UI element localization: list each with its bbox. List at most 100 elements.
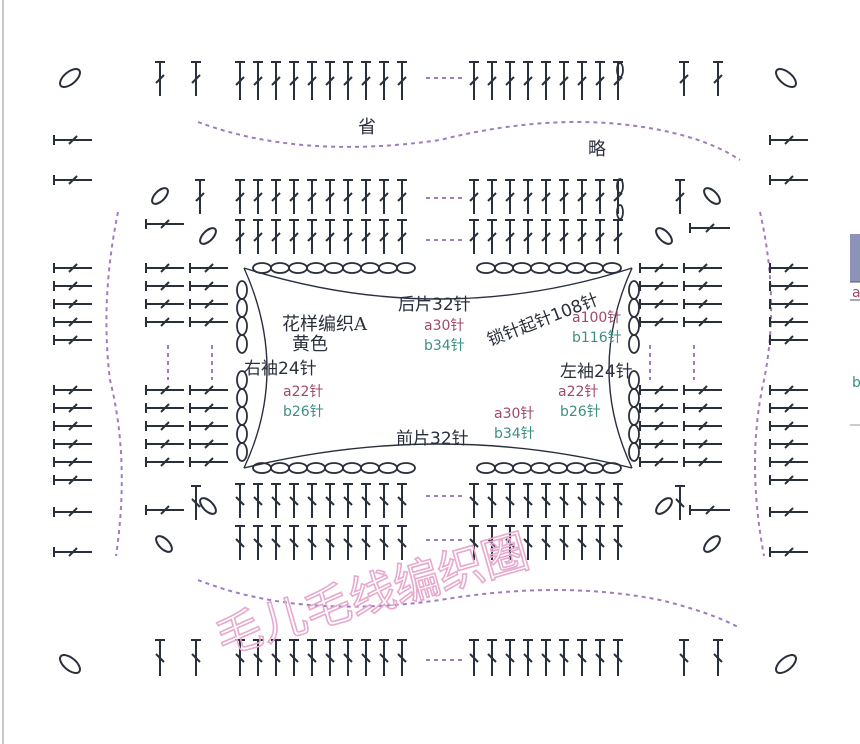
stitch-symbol bbox=[559, 483, 569, 518]
stitch-symbol bbox=[559, 179, 569, 214]
stitch-symbol bbox=[577, 61, 587, 100]
stitch-symbol bbox=[145, 505, 184, 515]
stitch-symbol bbox=[689, 505, 730, 515]
stitch-slash bbox=[397, 76, 407, 86]
stitch-slash bbox=[559, 538, 569, 548]
stitch-symbol bbox=[195, 179, 205, 214]
stitch-symbol bbox=[155, 61, 165, 96]
stitch-slash bbox=[698, 281, 708, 291]
stitch-slash bbox=[253, 76, 263, 86]
stitch-slash bbox=[487, 496, 497, 506]
stitch-symbol bbox=[769, 403, 808, 413]
stitch-slash bbox=[204, 317, 214, 327]
front-panel-label: 前片32针 bbox=[396, 429, 469, 449]
stitch-symbol bbox=[487, 639, 497, 676]
stitch-symbol bbox=[541, 639, 551, 676]
stitch-slash bbox=[713, 74, 723, 84]
stitch-symbol bbox=[325, 525, 335, 560]
stitch-slash bbox=[613, 496, 623, 506]
stitch-symbol bbox=[145, 219, 184, 229]
chain-loop bbox=[270, 262, 290, 274]
chain-loop bbox=[396, 262, 416, 274]
chain-loop bbox=[396, 462, 416, 474]
chain-loop bbox=[628, 298, 640, 318]
stitch-symbol bbox=[769, 547, 808, 557]
stitch-slash bbox=[343, 232, 353, 242]
stitch-symbol bbox=[253, 61, 263, 100]
stitch-symbol bbox=[577, 483, 587, 518]
stitch-symbol bbox=[379, 61, 389, 100]
chain-loop bbox=[548, 262, 568, 274]
stitch-slash bbox=[654, 421, 664, 431]
stitch-symbol bbox=[675, 179, 685, 214]
chain-loop bbox=[566, 462, 586, 474]
right-dashed-curve bbox=[754, 211, 773, 557]
stitch-slash bbox=[577, 232, 587, 242]
stitch-slash bbox=[68, 263, 78, 273]
chain-loop bbox=[628, 442, 640, 462]
stitch-symbol bbox=[235, 179, 245, 214]
stitch-slash bbox=[307, 496, 317, 506]
stitch-slash bbox=[679, 653, 689, 663]
stitch-symbol bbox=[595, 61, 605, 100]
stitch-slash bbox=[160, 421, 170, 431]
stitch-slash bbox=[204, 403, 214, 413]
stitch-slash bbox=[784, 263, 794, 273]
stitch-symbol bbox=[253, 639, 263, 676]
chain-loop bbox=[584, 262, 604, 274]
stitch-slash bbox=[68, 317, 78, 327]
stitch-symbol bbox=[523, 61, 533, 100]
stitch-slash bbox=[505, 496, 515, 506]
bottom-dashed-curve bbox=[197, 579, 741, 629]
stitch-slash bbox=[577, 653, 587, 663]
chain-loop bbox=[199, 227, 217, 245]
stitch-slash bbox=[160, 219, 170, 229]
stitch-symbol bbox=[253, 525, 263, 560]
stitch-slash bbox=[204, 299, 214, 309]
stitch-symbol bbox=[523, 179, 533, 214]
stitch-symbol bbox=[769, 135, 808, 145]
stitch-slash bbox=[654, 403, 664, 413]
stitch-slash bbox=[523, 538, 533, 548]
stitch-symbol bbox=[271, 61, 281, 100]
stitch-slash bbox=[613, 538, 623, 548]
stitch-symbol bbox=[271, 639, 281, 676]
chain-loop bbox=[342, 262, 362, 274]
stitch-symbol bbox=[595, 483, 605, 518]
stitch-symbol bbox=[505, 483, 515, 518]
stitch-slash bbox=[577, 76, 587, 86]
stitch-symbol bbox=[469, 179, 479, 214]
stitch-slash bbox=[307, 192, 317, 202]
chain-loop bbox=[628, 280, 640, 300]
stitch-slash bbox=[379, 76, 389, 86]
stitch-symbol bbox=[523, 219, 533, 254]
stitch-symbol bbox=[397, 525, 407, 560]
stitch-slash bbox=[713, 653, 723, 663]
stitch-slash bbox=[271, 496, 281, 506]
stitch-symbol bbox=[155, 639, 165, 676]
stitch-slash bbox=[68, 507, 78, 517]
stitch-symbol bbox=[53, 475, 92, 485]
stitch-symbol bbox=[53, 175, 92, 185]
left-dashed-curve bbox=[105, 211, 123, 557]
dashed-outlines bbox=[105, 77, 773, 661]
chain-loop bbox=[236, 388, 248, 408]
stitch-slash bbox=[68, 135, 78, 145]
stitch-symbol bbox=[325, 639, 335, 676]
color-label: 黄色 bbox=[292, 334, 328, 355]
top-dashed-curve bbox=[197, 121, 741, 161]
stitch-slash bbox=[784, 135, 794, 145]
stitch-symbol bbox=[145, 421, 184, 431]
stitch-symbol bbox=[505, 179, 515, 214]
chain-loop bbox=[530, 262, 550, 274]
stitch-symbol bbox=[679, 639, 689, 676]
stitch-slash bbox=[289, 76, 299, 86]
chain-loop bbox=[236, 334, 248, 354]
stitch-symbol bbox=[639, 403, 678, 413]
stitch-slash bbox=[204, 263, 214, 273]
foundation-chain bbox=[236, 62, 640, 474]
stitch-symbol bbox=[145, 263, 184, 273]
stitch-symbol bbox=[343, 61, 353, 100]
stitch-slash bbox=[68, 281, 78, 291]
chain-loop bbox=[512, 262, 532, 274]
